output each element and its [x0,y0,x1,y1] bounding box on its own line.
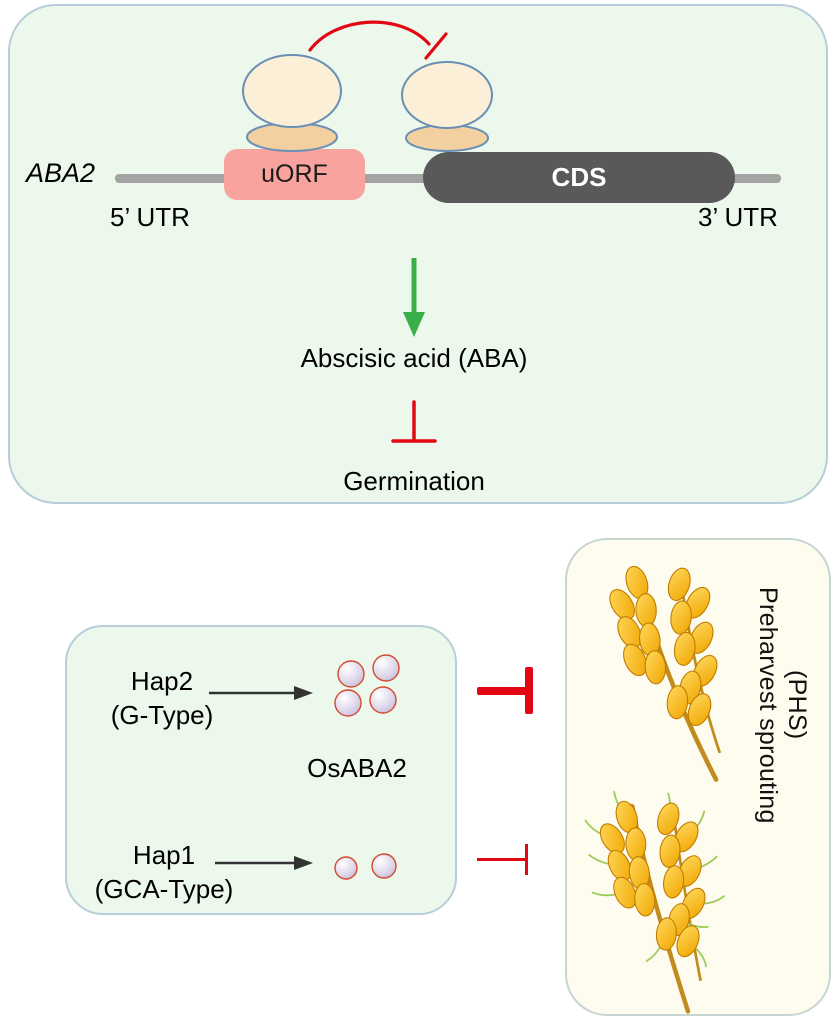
hap2-label: Hap2 [130,666,194,696]
hap1-label: Hap1 [132,840,196,870]
pathway-panel: ABA2 uORF CDS 5’ UTR 3’ UTR Abscisic aci… [8,4,828,504]
aba-label: Abscisic acid (ABA) [300,343,528,373]
wheat-panicle-dormant-icon [609,565,722,782]
osaba2-protein-label: OsABA2 [307,753,407,783]
pathway-graphics [242,20,493,443]
hap1-inhibition-bar-icon [525,844,528,875]
green-down-arrow-icon [403,258,425,337]
osaba2-low-molecules-icon [334,853,397,880]
phs-label-line2: (PHS) [783,670,811,740]
ribosome-cds-icon [401,61,493,152]
germination-label: Germination [343,466,485,496]
uorf-box: uORF [224,149,365,200]
haplotype-panel: Hap2 (G-Type) OsABA2 Hap1 (GCA-Type) [65,625,457,915]
phs-panel: Preharvest sprouting (PHS) [565,538,831,1016]
ribosome-uorf-icon [242,54,342,152]
cds-box: CDS [423,152,735,203]
utr5-label: 5’ UTR [110,202,190,232]
hap2-inhibition-bar-icon [525,667,533,714]
phs-label-line1: Preharvest sprouting [754,586,782,824]
gene-label: ABA2 [26,158,96,188]
hap1-type-label: (GCA-Type) [94,874,234,904]
wheat-panicle-sprouting-icon [584,790,725,1014]
hap2-inhibition-line-icon [477,687,527,695]
osaba2-high-molecules-icon [334,654,400,717]
hap2-type-label: (G-Type) [110,700,214,730]
phs-label: Preharvest sprouting (PHS) [753,554,827,856]
uorf-inhibition-arc-icon [308,20,448,60]
utr3-label: 3’ UTR [698,202,778,232]
aba-inhibition-bar-icon [391,400,437,443]
hap1-inhibition-line-icon [477,858,527,861]
